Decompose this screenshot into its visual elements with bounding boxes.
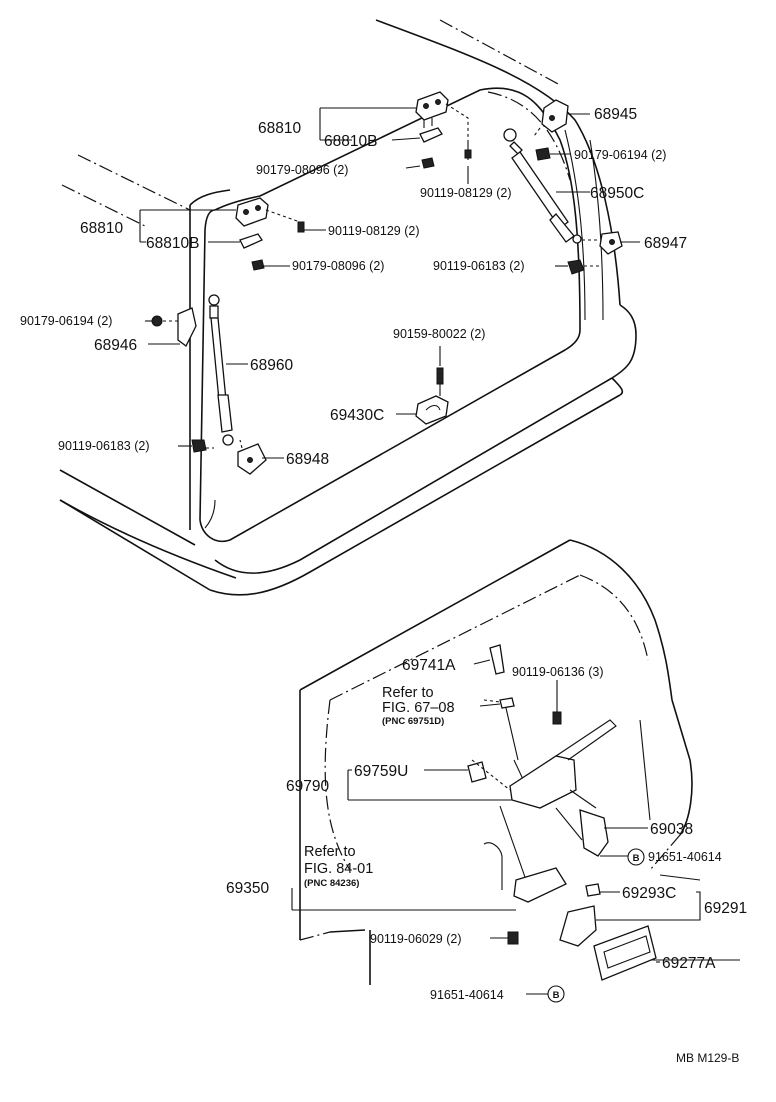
label-90119-08129-left: 90119-08129 (2) [328,224,420,238]
label-68950c: 68950C [590,185,644,202]
label-69350: 69350 [226,880,269,897]
label-68810-top: 68810 [258,120,301,137]
label-90179-08096-top: 90179-08096 (2) [256,163,348,177]
label-90179-08096-left: 90179-08096 (2) [292,259,384,273]
label-68947: 68947 [644,235,687,252]
footer-code: MB M129-B [676,1051,739,1065]
body-outline-bottom [299,539,740,985]
svg-text:B: B [553,990,560,1001]
label-69741a: 69741A [402,657,456,674]
label-fig-84-01: FIG. 84-01 [304,861,373,877]
hinge-top [415,91,472,169]
body-outline-top [59,19,637,596]
label-90179-06194-left: 90179-06194 (2) [20,314,112,328]
label-69038: 69038 [650,821,693,838]
label-90119-06136: 90119-06136 (3) [512,665,604,679]
label-69790: 69790 [286,778,329,795]
leader-lines [139,107,701,995]
label-refer-to-2: Refer to [304,844,356,860]
label-68948: 68948 [286,451,329,468]
label-pnc-69751d: (PNC 69751D) [382,716,444,727]
circle-marker-right: B [627,848,645,866]
label-90119-06183-right: 90119-06183 (2) [433,259,525,273]
striker [415,367,449,425]
label-90179-06194-top: 90179-06194 (2) [574,148,666,162]
label-91651-40614-bottom: 91651-40614 [430,988,504,1002]
stay-left [151,294,267,475]
label-68810-left: 68810 [80,220,123,237]
label-68810b-top: 68810B [324,133,377,150]
svg-text:B: B [633,853,640,864]
part-labels: 68810 68810B 68945 90179-06194 (2) 90179… [20,106,747,1065]
label-69293c: 69293C [622,885,676,902]
label-69430c: 69430C [330,407,384,424]
label-90119-08129-top: 90119-08129 (2) [420,186,512,200]
label-69759u: 69759U [354,763,408,780]
label-pnc-84236: (PNC 84236) [304,878,359,889]
label-fig-67-08: FIG. 67–08 [382,700,455,716]
label-68810b-left: 68810B [146,235,199,252]
label-69291: 69291 [704,900,747,917]
label-refer-to-1: Refer to [382,685,434,701]
label-90119-06029: 90119-06029 (2) [370,932,462,946]
label-91651-40614-right: 91651-40614 [648,850,722,864]
label-68946: 68946 [94,337,137,354]
circle-marker-bottom: B [547,985,565,1003]
label-69277a: 69277A [662,955,716,972]
label-68960: 68960 [250,357,293,374]
label-68945: 68945 [594,106,637,123]
lock-assembly [467,644,657,981]
hinge-left [235,197,305,271]
label-90119-06183-left: 90119-06183 (2) [58,439,150,453]
label-90159-80022: 90159-80022 (2) [393,327,485,341]
stay-right [503,99,623,275]
